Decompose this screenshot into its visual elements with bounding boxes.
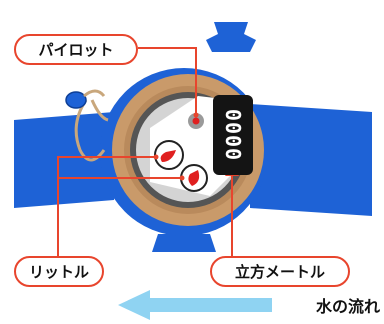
liter-dial-2-pointer (188, 170, 200, 186)
bottom-flange (152, 234, 216, 252)
cubic-meter-counter: 0000 (213, 95, 253, 175)
liter-label: リットル (14, 256, 104, 287)
liter-leader-dot-2 (179, 175, 185, 181)
counter-digits: 0000 (221, 108, 246, 162)
pilot-leader-dot (193, 112, 199, 118)
pilot-leader-line (138, 47, 197, 114)
top-flange (206, 22, 256, 52)
water-flow-label: 水の流れ (315, 297, 380, 316)
seal-wire-2 (90, 99, 109, 122)
flow-arrow-shaft (146, 298, 272, 312)
flow-arrow-head (118, 290, 150, 320)
pipe-left (14, 112, 114, 208)
seal-tag (65, 91, 87, 109)
seal-wire-3 (83, 89, 106, 98)
liter-leader-line (57, 156, 182, 256)
pilot-label: パイロット (14, 34, 138, 65)
liter-leader-dot-1 (153, 154, 159, 160)
seal-wire (74, 99, 106, 162)
cubic-meter-label: 立方メートル (210, 256, 350, 287)
pipe-right (250, 104, 372, 216)
liter-dial-1-pointer (160, 150, 176, 162)
pilot-indicator-inner (192, 117, 200, 125)
